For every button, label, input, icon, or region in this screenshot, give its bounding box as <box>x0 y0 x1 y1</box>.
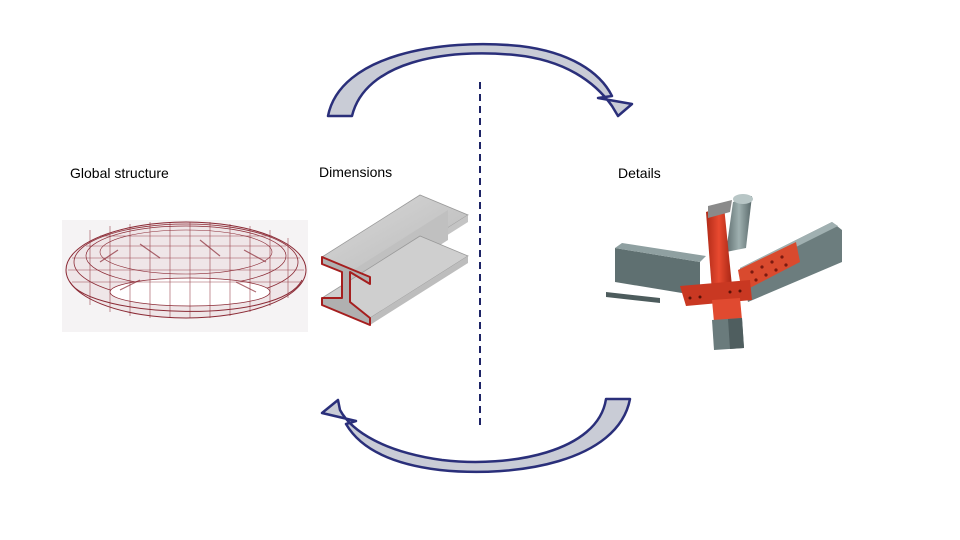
global-structure-label: Global structure <box>70 165 169 181</box>
details-label: Details <box>618 165 661 181</box>
dimensions-label: Dimensions <box>319 164 393 180</box>
stadium-wireframe-image <box>62 220 308 332</box>
bottom-cycle-arrow <box>320 397 632 474</box>
i-beam-image <box>321 194 469 326</box>
top-cycle-arrow <box>326 42 634 118</box>
steel-joint-image <box>606 194 842 350</box>
